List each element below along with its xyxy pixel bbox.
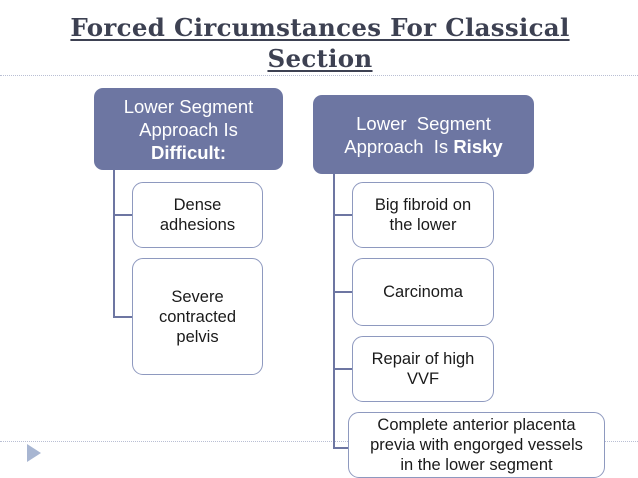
branch-header-line-1: Lower Segment (356, 112, 491, 134)
connector-branch-right-2 (333, 291, 353, 293)
branch-header-line-1: Lower Segment (123, 95, 254, 117)
leaf-big-fibroid[interactable]: Big fibroid on the lower (352, 182, 494, 248)
connector-branch-right-1 (333, 214, 353, 216)
branch-header-line-2: Approach Is (139, 118, 238, 140)
connector-trunk-right (333, 173, 335, 448)
branch-header-line-2-bold: Risky (453, 135, 503, 157)
leaf-repair-high-vvf[interactable]: Repair of high VVF (352, 336, 494, 402)
branch-header-risky[interactable]: Lower Segment Approach Is Risky (313, 95, 534, 174)
leaf-carcinoma[interactable]: Carcinoma (352, 258, 494, 326)
connector-trunk-left (113, 170, 115, 317)
branch-header-line-2: Approach Is Risky (344, 135, 502, 158)
play-triangle-icon (27, 444, 41, 462)
branch-header-line-3: Difficult: (150, 141, 226, 163)
leaf-severe-contracted-pelvis[interactable]: Severe contracted pelvis (132, 258, 263, 375)
branch-header-difficult[interactable]: Lower Segment Approach Is Difficult: (94, 88, 283, 170)
leaf-complete-anterior-placenta-previa[interactable]: Complete anterior placenta previa with e… (348, 412, 605, 478)
page-title: Forced Circumstances For Classical Secti… (70, 13, 570, 73)
connector-branch-right-4 (333, 447, 349, 449)
divider-top (0, 75, 638, 76)
connector-branch-right-3 (333, 368, 353, 370)
divider-bottom (0, 441, 638, 442)
branch-header-line-2-text: Approach Is (344, 135, 454, 157)
connector-branch-left-2 (113, 316, 133, 318)
leaf-dense-adhesions[interactable]: Dense adhesions (132, 182, 263, 248)
connector-branch-left-1 (113, 214, 133, 216)
